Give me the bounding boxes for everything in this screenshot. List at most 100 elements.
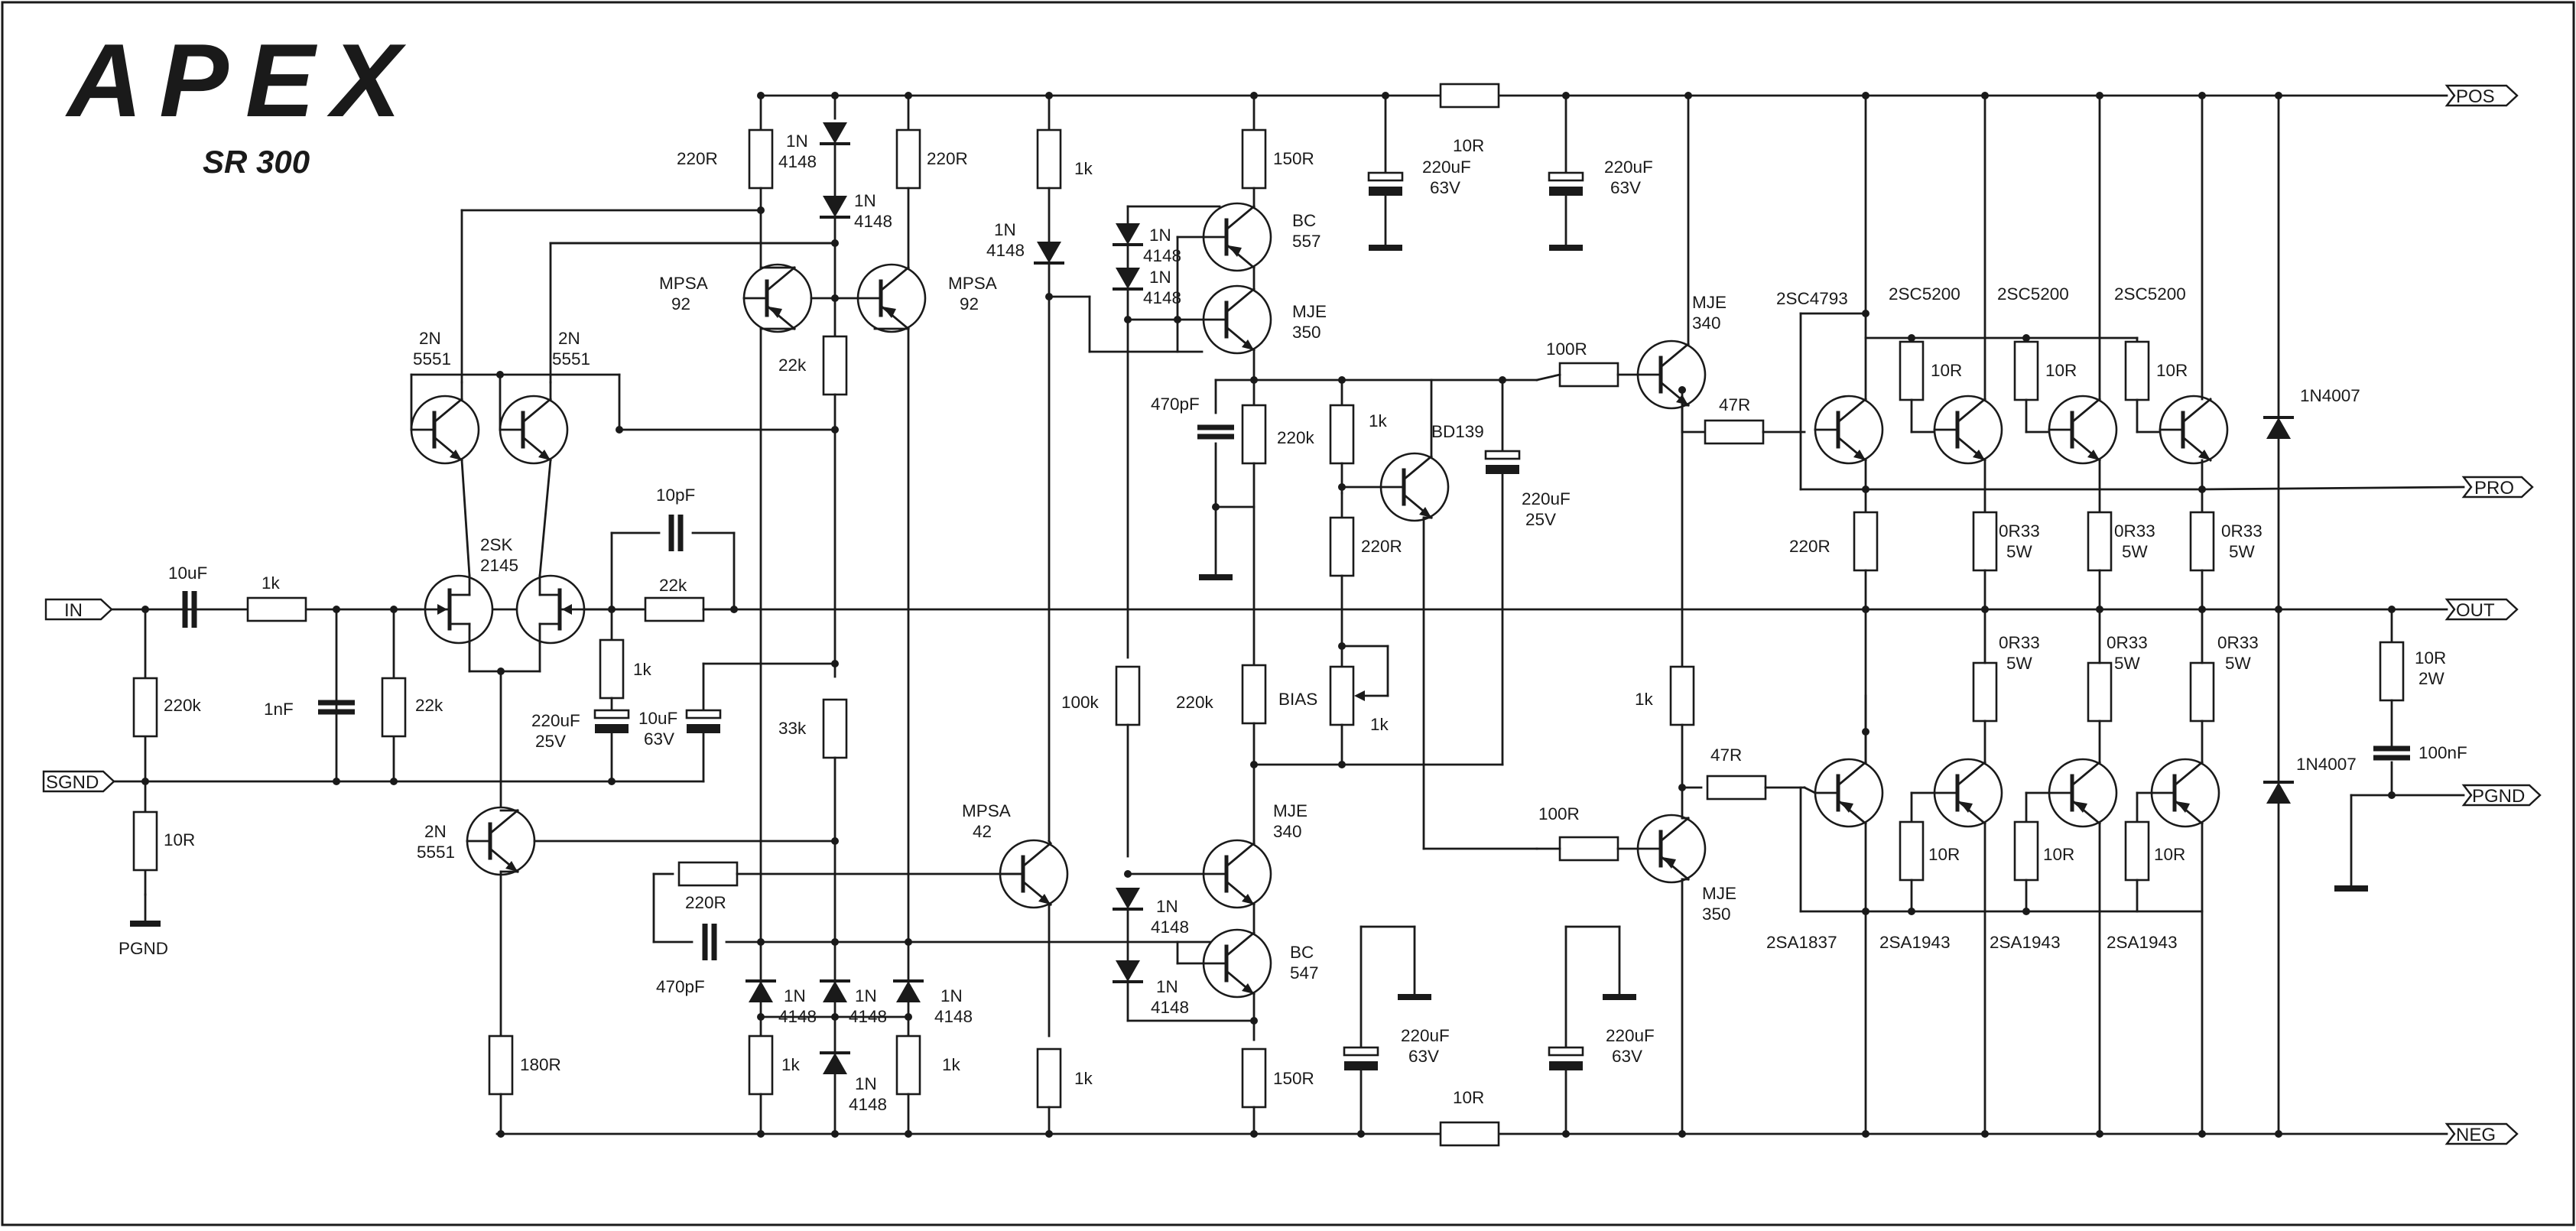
label-c-10u-fb-v: 63V	[644, 729, 674, 749]
label-r-150r-top: 150R	[1273, 149, 1314, 168]
tail-current-source: 2N 5551 180R	[417, 807, 839, 1135]
label-d-top-a1: 1N	[786, 132, 808, 151]
label-r-10r-top: 10R	[1453, 136, 1484, 155]
label-q2n-a-type: 2N	[419, 329, 441, 348]
label-r-100r-b: 100R	[1538, 804, 1580, 823]
label-r-1k-bl: 1k	[781, 1055, 801, 1074]
label-d-top-b2: 4148	[854, 212, 892, 231]
port-pro: PRO	[2461, 476, 2534, 499]
svg-text:SGND: SGND	[46, 772, 99, 793]
label-r-0r33-p1: 0R33	[1999, 633, 2040, 652]
label-mpsa42-type: MPSA	[962, 801, 1011, 820]
label-c-rail-c: 220uF	[1401, 1026, 1450, 1045]
label-r-22k-fb: 22k	[659, 576, 687, 595]
label-d-bot-a1: 1N	[784, 986, 806, 1005]
label-2sc4793: 2SC4793	[1776, 289, 1848, 308]
label-d-vas1-1: 1N	[994, 220, 1016, 239]
label-r-in: 1k	[261, 573, 281, 593]
label-r-220r-tl: 220R	[677, 149, 718, 168]
label-r-10r-n1: 10R	[1931, 361, 1962, 380]
label-r-1k-fb: 1k	[633, 660, 652, 679]
label-d-bot-d1: 1N	[940, 986, 963, 1005]
label-r-0r33-p1-w: 5W	[2006, 654, 2033, 673]
label-2sa1943-c: 2SA1943	[2107, 933, 2178, 952]
label-pot-1k: 1k	[1370, 715, 1389, 734]
label-r-100r-a: 100R	[1546, 339, 1587, 359]
label-r-1k-bias: 1k	[1369, 411, 1388, 430]
label-r-1k-vas-bot: 1k	[1074, 1069, 1093, 1088]
label-c-rail-d-v: 63V	[1612, 1047, 1642, 1066]
label-c-10pf: 10pF	[656, 486, 695, 505]
label-r-220r-tr: 220R	[927, 149, 968, 168]
label-q2n-a-num: 5551	[413, 349, 451, 369]
label-bd139: BD139	[1431, 422, 1484, 441]
label-2sa1943-b: 2SA1943	[1990, 933, 2061, 952]
label-d-vt-b1: 1N	[1149, 268, 1171, 287]
label-zobel-r-w: 2W	[2418, 669, 2445, 688]
label-d-vb-b2: 4148	[1151, 998, 1189, 1017]
label-mpsa92-a-num: 92	[671, 294, 690, 313]
label-r-10r-in: 10R	[164, 830, 195, 849]
label-2sc5200-c: 2SC5200	[2114, 284, 2186, 304]
label-mje350-a-num: 350	[1292, 323, 1321, 342]
label-r-10r-p1: 10R	[1928, 845, 1960, 864]
label-r-220r-bias: 220R	[1361, 537, 1402, 556]
label-d-bot-b1: 1N	[855, 986, 877, 1005]
label-r-220r-out: 220R	[1789, 537, 1830, 556]
label-r-0r33-p2: 0R33	[2107, 633, 2148, 652]
label-mpsa92-b-type: MPSA	[948, 274, 997, 293]
label-bc547-type: BC	[1290, 943, 1314, 962]
label-c-rail-b: 220uF	[1604, 158, 1653, 177]
label-r-47r-a: 47R	[1719, 395, 1750, 414]
model-subtitle: SR 300	[203, 144, 310, 180]
label-r-220r-bot: 220R	[685, 893, 726, 912]
label-mje340-a-type: MJE	[1273, 801, 1307, 820]
label-q2n-b-num: 5551	[552, 349, 590, 369]
bias-network: 1k BD139 220R BIAS 1k 220uF 25V	[1252, 376, 1571, 850]
label-d-bot-a2: 4148	[778, 1007, 817, 1026]
port-neg: NEG	[2444, 1122, 2519, 1145]
label-r-10r-bot: 10R	[1453, 1088, 1484, 1107]
label-c-1nf: 1nF	[264, 700, 294, 719]
brand-logo: APEX	[65, 22, 417, 138]
label-c-220u-fb-v: 25V	[535, 732, 566, 751]
vas-stage: 1k 1N 4148 MPSA 42 1k	[962, 92, 1204, 1138]
supply-rails	[106, 94, 2448, 1135]
label-d-bot-d2: 4148	[934, 1007, 973, 1026]
label-d-top-b1: 1N	[854, 191, 876, 210]
label-mje350-d-type: MJE	[1702, 884, 1736, 903]
label-2sc5200-a: 2SC5200	[1889, 284, 1960, 304]
port-pos: POS	[2444, 84, 2519, 107]
label-2sa1943-a: 2SA1943	[1879, 933, 1951, 952]
label-c-220u-25-v: 25V	[1525, 510, 1556, 529]
label-mje340-d-num: 340	[1692, 313, 1721, 333]
label-c-470p-bot: 470pF	[656, 977, 705, 996]
label-c-rail-d: 220uF	[1606, 1026, 1655, 1045]
label-d-vt-a2: 4148	[1143, 246, 1181, 265]
label-d-bot-b2: 4148	[849, 1007, 887, 1026]
label-mje350-a-type: MJE	[1292, 302, 1327, 321]
input-stage: 10uF 1k 220k 10R PGND 1nF 22k	[119, 564, 443, 958]
label-1n4007-a: 1N4007	[2300, 386, 2360, 405]
label-r-10r-p3: 10R	[2154, 845, 2185, 864]
svg-text:OUT: OUT	[2456, 600, 2495, 621]
bottom-diode-network: 220R 470pF 1N 4148 1N 4148 1N 4148 1N 41…	[497, 861, 1240, 1138]
label-r-10r-n3: 10R	[2156, 361, 2188, 380]
label-d-vb-a2: 4148	[1151, 918, 1189, 937]
label-r-22k-mid: 22k	[778, 356, 807, 375]
svg-text:POS: POS	[2456, 86, 2495, 107]
label-r-0r33-n2: 0R33	[2114, 521, 2155, 541]
label-1n4007-b: 1N4007	[2296, 755, 2357, 774]
label-r-220k-vas: 220k	[1277, 428, 1315, 447]
label-pgnd-ground: PGND	[119, 939, 168, 958]
label-c-rail-c-v: 63V	[1408, 1047, 1439, 1066]
label-zobel-c: 100nF	[2418, 743, 2467, 762]
label-jfet-type: 2SK	[480, 535, 513, 554]
output-stage-pnp: 0R33 5W 0R33 5W 0R33 5W 10R 10R 10R 2SA1…	[1766, 608, 2259, 1138]
label-bc547-num: 547	[1290, 963, 1319, 983]
label-r-0r33-n1: 0R33	[1999, 521, 2040, 541]
label-r-1k-vas-top: 1k	[1074, 159, 1093, 178]
label-r-0r33-p2-w: 5W	[2114, 654, 2141, 673]
